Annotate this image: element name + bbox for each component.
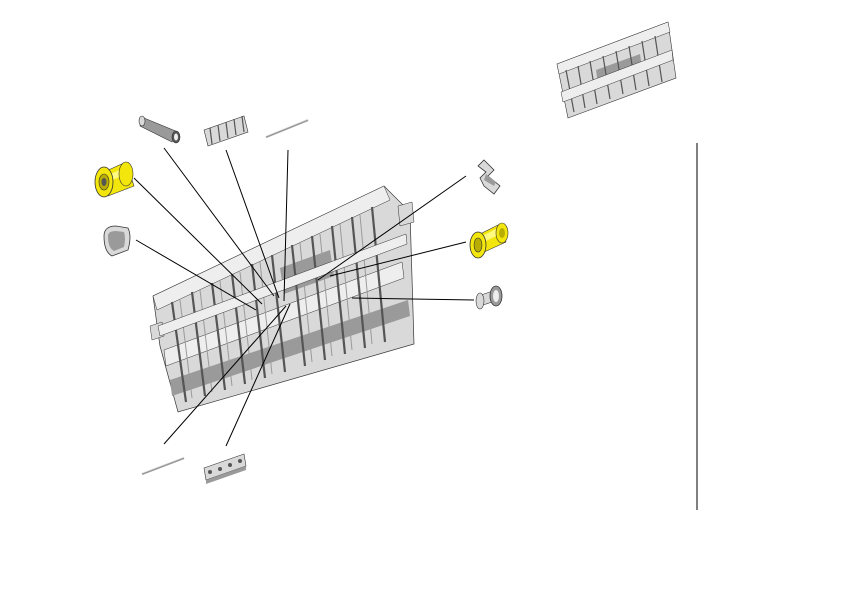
leader-line [225,303,291,447]
clip-strip-icon [203,453,247,484]
wire-icon [265,118,309,139]
pin-icon [475,285,503,310]
leader-lines [133,147,475,447]
leader-line [283,149,289,302]
leader-line [135,239,257,311]
spring-clip-icon [477,159,501,195]
wire-icon [141,456,185,476]
band-icon [103,225,131,257]
guide-thumbnail-icon [556,21,677,119]
clip-strip-icon [203,115,249,147]
guide-assembly-icon [149,185,415,413]
yellow-bushing-icon [94,161,135,198]
leader-line [225,149,280,299]
leader-line [317,175,467,281]
leader-line [329,241,467,277]
leader-line [163,305,287,445]
leader-line [133,177,263,305]
tube-icon [138,115,181,144]
leader-line [351,297,475,301]
yellow-bushing-icon [469,222,509,259]
leader-line [163,147,275,297]
